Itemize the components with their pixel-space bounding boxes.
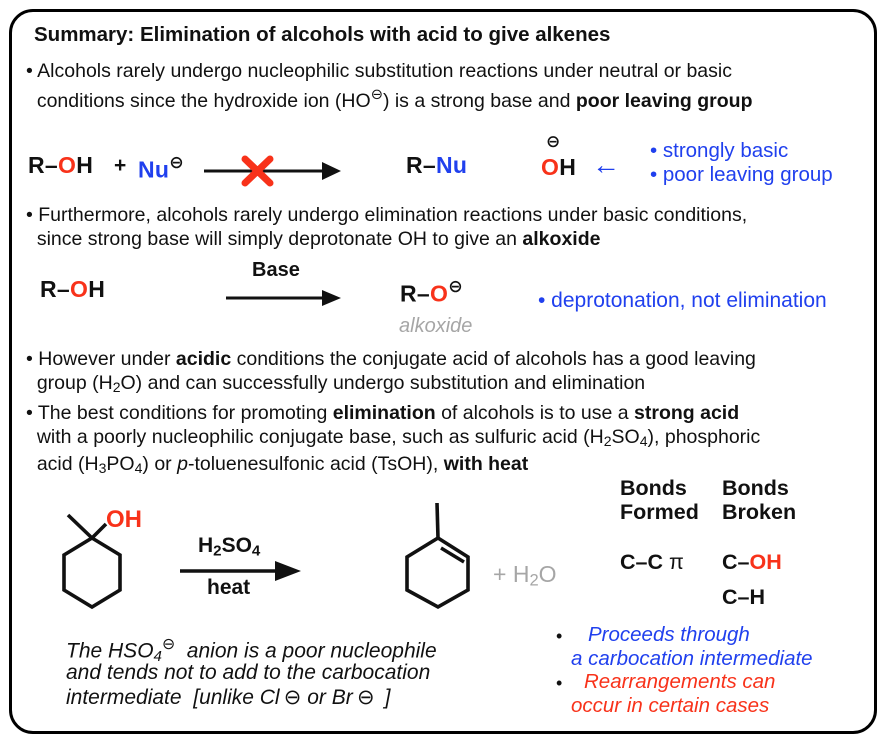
methylcyclohexene-structure <box>405 502 470 610</box>
rearrangement-note-line1: Rearrangements can <box>584 670 776 693</box>
note-bullet: • <box>556 673 563 693</box>
bullet-elimination-basic: • Furthermore, alcohols rarely undergo e… <box>26 204 748 250</box>
methyl-bond <box>435 502 440 539</box>
alkoxide-formula: R–O⊖ <box>400 276 463 307</box>
arrow-head <box>275 561 301 581</box>
scheme1-note-leaving-group: • poor leaving group <box>650 163 833 186</box>
footnote-line-1: The HSO4⊖ anion is a poor nucleophile <box>66 636 437 665</box>
scheme1-reactant-formula: R–OH <box>28 152 94 178</box>
page-title: Summary: Elimination of alcohols with ac… <box>34 23 611 46</box>
cyclohexane-ring <box>62 535 122 610</box>
carbocation-note-line2: a carbocation intermediate <box>571 647 813 670</box>
scheme1-nucleophile-formula: Nu⊖ <box>138 152 185 183</box>
methylcyclohexanol-structure: OH <box>62 506 142 610</box>
bond-c-oh: C–OH <box>722 550 782 574</box>
arrow-head <box>322 290 341 306</box>
methyl-bond <box>66 513 94 540</box>
alkoxide-caption: alkoxide <box>399 315 473 337</box>
arrow-head <box>322 162 341 180</box>
base-label: Base <box>252 259 300 281</box>
bond-cc-pi: C–C π <box>620 550 684 574</box>
hydroxyl-label: OH <box>106 506 142 533</box>
deprotonation-note: • deprotonation, not elimination <box>538 289 827 312</box>
bullet-substitution: • Alcohols rarely undergo nucleophilic s… <box>26 60 753 112</box>
footnote-line-2: and tends not to add to the carbocation <box>66 661 431 684</box>
hydroxide-charge: ⊖ <box>546 132 561 151</box>
bullet-acidic-conditions: • However under acidic conditions the co… <box>26 348 756 395</box>
scheme2-reactant-formula: R–OH <box>40 276 106 302</box>
h2so4-label: H2SO4 <box>198 534 261 560</box>
hydroxide-formula: OH <box>541 154 577 180</box>
double-bond <box>440 546 465 564</box>
bullet-best-conditions: • The best conditions for promoting elim… <box>26 402 761 477</box>
hydroxyl-bond <box>90 522 108 540</box>
heat-label: heat <box>207 576 251 599</box>
reaction-arrow-heat <box>180 561 301 581</box>
left-arrow-icon: ← <box>592 149 620 180</box>
bonds-broken-header: Bonds Broken <box>722 476 797 524</box>
scheme1-note-basic: • strongly basic <box>650 139 789 162</box>
rearrangement-note-line2: occur in certain cases <box>571 694 770 717</box>
scheme1-product-formula: R–Nu <box>406 152 468 178</box>
note-bullet: • <box>556 626 563 646</box>
reaction-arrow-base <box>226 290 341 306</box>
red-x-icon <box>241 155 274 187</box>
footnote-line-3: intermediate [unlike Cl ⊖ or Br ⊖ ] <box>66 686 391 709</box>
bond-c-h: C–H <box>722 585 766 609</box>
carbocation-note-line1: Proceeds through <box>588 623 750 646</box>
water-byproduct: + H2O <box>493 561 557 590</box>
bonds-formed-header: Bonds Formed <box>620 476 699 524</box>
cyclohexene-ring <box>405 535 470 610</box>
plus-sign: + <box>114 154 127 177</box>
no-reaction-arrow <box>204 155 341 187</box>
